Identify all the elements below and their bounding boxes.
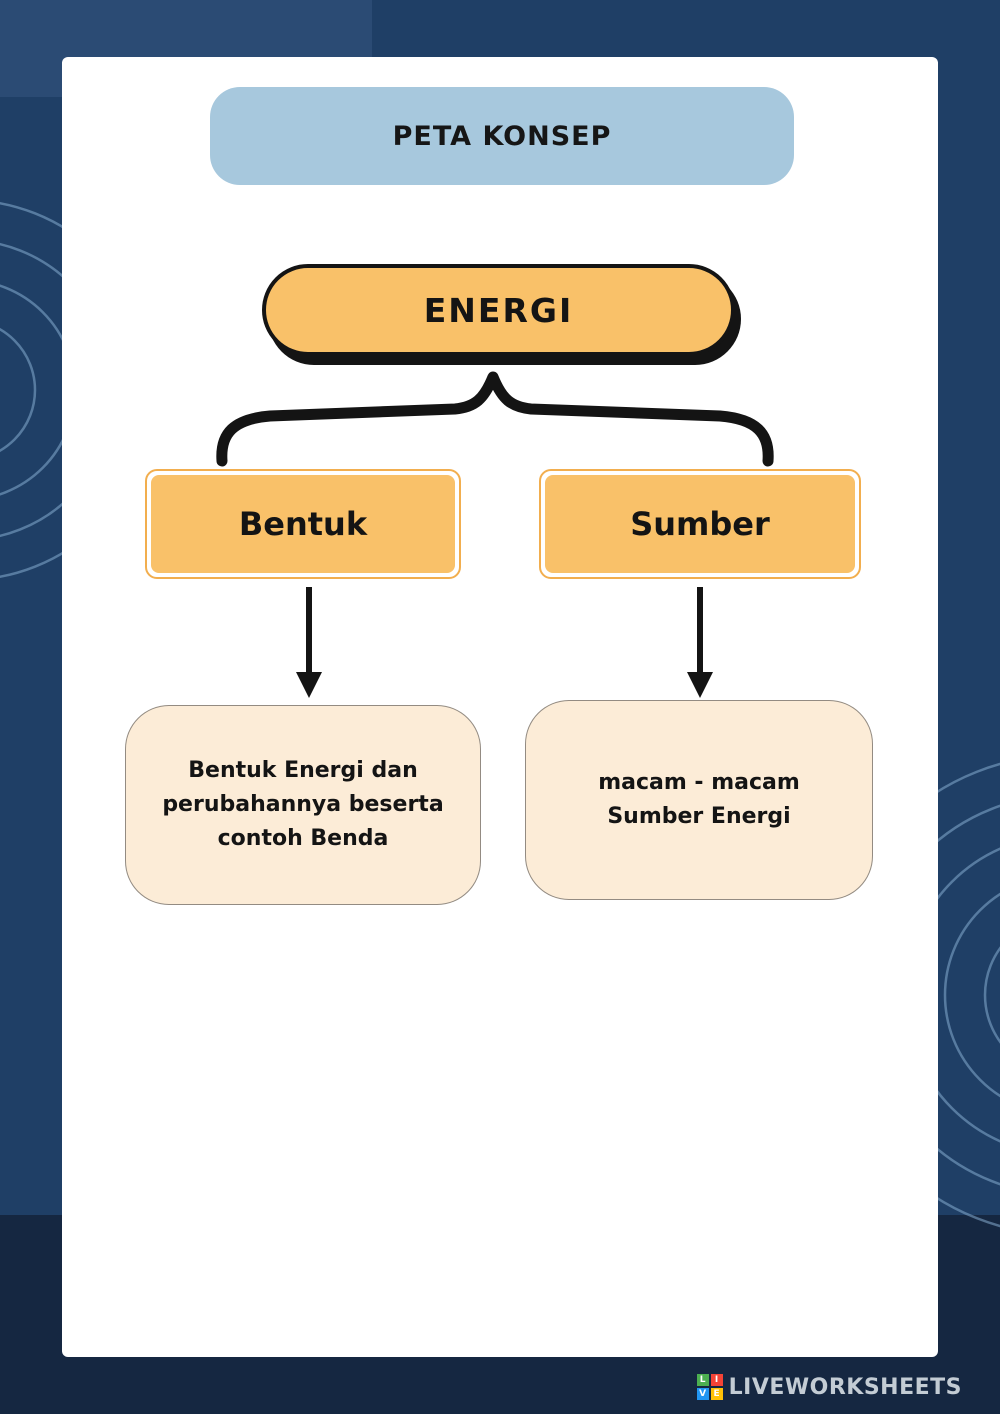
branch-label-sumber: Sumber [630,505,770,543]
logo-letter-i: I [710,1374,723,1386]
brand-wordmark: LIVEWORKSHEETS [728,1374,962,1400]
branch-label-bentuk: Bentuk [238,505,368,543]
leaf-node-bentuk-description: Bentuk Energi dan perubahannya beserta c… [125,705,481,905]
branch-node-inner: Sumber [545,475,855,573]
logo-letter-l: L [696,1374,709,1386]
title-banner: PETA KONSEP [210,87,794,185]
down-arrow-left [296,587,322,698]
worksheet-card: PETA KONSEP ENERGI Bentuk Sumber [62,57,938,1357]
root-node-energi: ENERGI [262,264,735,356]
leaf-text-bentuk: Bentuk Energi dan perubahannya beserta c… [162,757,444,852]
page-title: PETA KONSEP [392,120,612,152]
liveworksheets-footer: L I V E LIVEWORKSHEETS [696,1372,962,1402]
branch-node-sumber: Sumber [539,469,861,579]
logo-letter-v: V [696,1388,709,1400]
liveworksheets-logo-icon: L I V E [696,1374,723,1400]
down-arrow-right [687,587,713,698]
leaf-node-sumber-description: macam - macam Sumber Energi [525,700,873,900]
branch-node-inner: Bentuk [151,475,455,573]
leaf-text-sumber: macam - macam Sumber Energi [598,769,800,829]
root-node-label: ENERGI [423,290,574,330]
branch-node-bentuk: Bentuk [145,469,461,579]
logo-letter-e: E [710,1388,723,1400]
brace-connector [216,371,774,467]
